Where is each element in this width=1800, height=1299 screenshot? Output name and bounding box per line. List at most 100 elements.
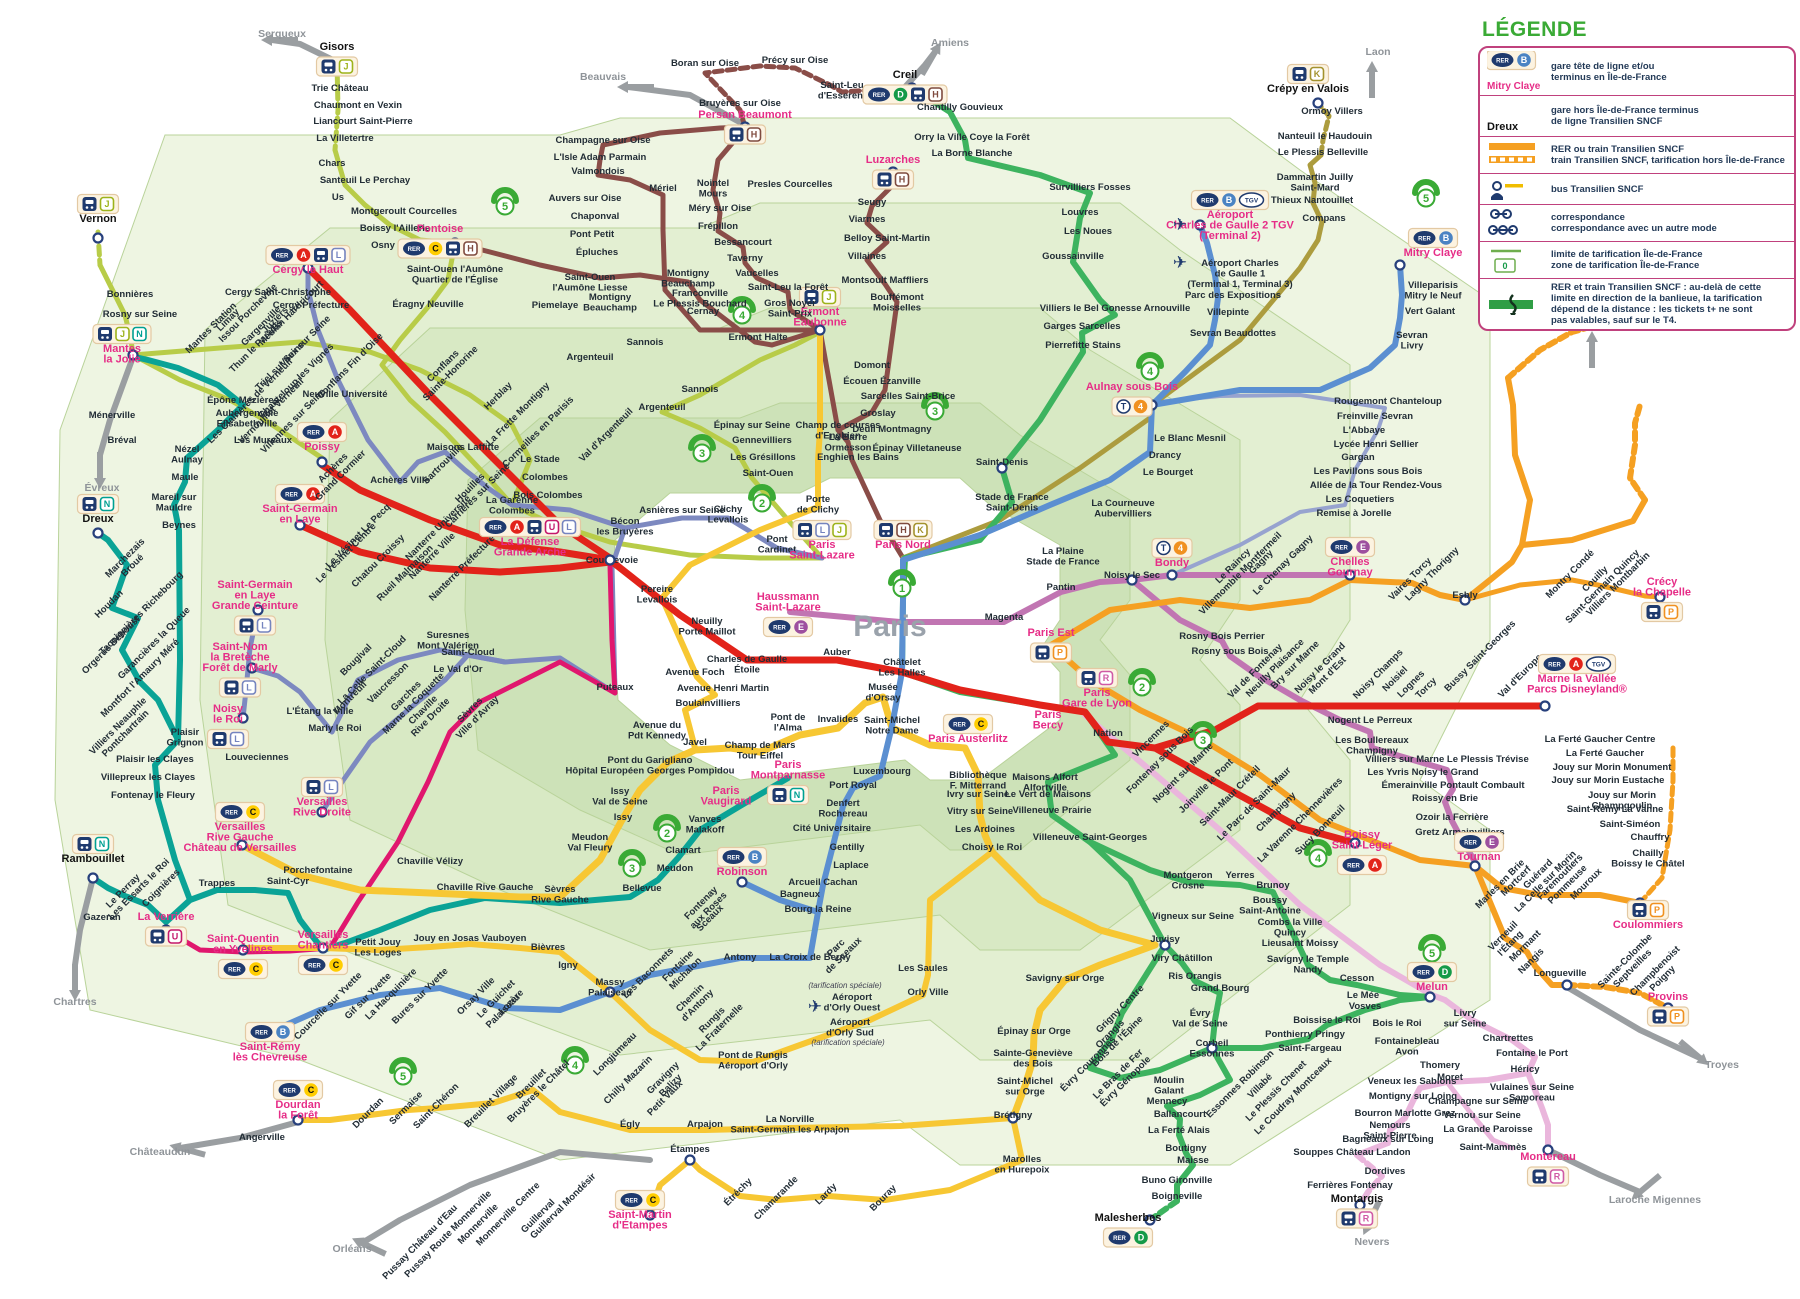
station-node[interactable]	[316, 806, 328, 818]
station-label[interactable]: Montargis	[1331, 1193, 1384, 1205]
station-label[interactable]: Gentilly	[830, 842, 866, 853]
offmap-destination-label[interactable]: Beauvais	[580, 71, 626, 83]
station-label[interactable]: Ris Orangis	[1168, 971, 1221, 982]
station-node[interactable]	[1459, 594, 1471, 606]
station-label[interactable]: Louvres	[1062, 207, 1099, 218]
station-label[interactable]: Villiers sur Marne Le Plessis Trévise	[1365, 754, 1529, 765]
station-node[interactable]	[1561, 979, 1573, 991]
station-label[interactable]: Savigny sur Orge	[1026, 973, 1105, 984]
terminal-label[interactable]: Montereau	[1520, 1151, 1576, 1163]
station-node[interactable]	[1349, 837, 1361, 849]
station-label[interactable]: Chaville Vélizy	[397, 856, 464, 867]
station-label[interactable]: Beynes	[162, 520, 196, 531]
station-label[interactable]: Émerainville Pontault Combault	[1381, 780, 1525, 791]
station-label[interactable]: Thomery	[1420, 1060, 1461, 1071]
station-label[interactable]: Bagneux	[780, 889, 821, 900]
station-label[interactable]: La Ferté Gaucher	[1566, 748, 1644, 759]
station-label[interactable]: Cernay	[687, 306, 720, 317]
station-label[interactable]: Souppes Château Landon	[1293, 1147, 1410, 1158]
station-label[interactable]: Bièvres	[531, 942, 565, 953]
station-label[interactable]: Chauffry	[1630, 832, 1670, 843]
terminal-label[interactable]: Bondy	[1155, 557, 1190, 569]
station-label[interactable]: Chaville Rive Gauche	[437, 882, 534, 893]
station-label[interactable]: Bois le Roi	[1372, 1018, 1421, 1029]
station-label[interactable]: Ballancourt	[1154, 1109, 1207, 1120]
station-label[interactable]: Boutigny	[1165, 1143, 1207, 1154]
station-label[interactable]: Pantin	[1046, 582, 1075, 593]
station-label[interactable]: Méry sur Oise	[689, 203, 752, 214]
station-label[interactable]: Avenue Henri Martin	[677, 683, 769, 694]
station-node[interactable]	[1312, 97, 1324, 109]
station-label[interactable]: L'Isle Adam Parmain	[554, 152, 647, 163]
station-label[interactable]: Bourron Marlotte Grez	[1355, 1108, 1456, 1119]
terminal-label[interactable]: Tournan	[1457, 851, 1500, 863]
station-label[interactable]: Angerville	[239, 1132, 285, 1143]
station-label[interactable]: Bagneaux sur Loing	[1342, 1134, 1434, 1145]
offmap-destination-label[interactable]: Laroche Migennes	[1609, 1194, 1701, 1206]
station-label[interactable]: Champagne sur Seine	[1428, 1096, 1528, 1107]
station-label[interactable]: Us	[332, 192, 344, 203]
station-label[interactable]: Saint-Leu la Forêt	[748, 282, 829, 293]
station-label[interactable]: Le Blanc Mesnil	[1154, 433, 1226, 444]
station-label[interactable]: Saint-Cyr	[267, 876, 310, 887]
station-label[interactable]: Boissy l'Aillerie	[360, 223, 430, 234]
station-label[interactable]: Asnières sur Seine	[639, 505, 725, 516]
terminal-label[interactable]: Robinson	[717, 866, 768, 878]
station-label[interactable]: Louveciennes	[225, 752, 288, 763]
station-label[interactable]: Cergy Saint-Christophe	[225, 287, 331, 298]
station-label[interactable]: Lycée Henri Sellier	[1334, 439, 1419, 450]
station-label[interactable]: Chaponval	[571, 211, 620, 222]
station-label[interactable]: Compans	[1302, 213, 1345, 224]
station-label[interactable]: Malesherbes	[1095, 1212, 1162, 1224]
station-label[interactable]: Valmondois	[571, 166, 624, 177]
station-label[interactable]: Ivry sur Seine	[947, 789, 1009, 800]
terminal-label[interactable]: Persan Beaumont	[698, 109, 792, 121]
terminal-label[interactable]: Provins	[1648, 991, 1688, 1003]
station-label[interactable]: La Croix de Berny	[769, 952, 851, 963]
station-label[interactable]: Écouen Ézanville	[843, 376, 921, 387]
station-label[interactable]: Les Yvris Noisy le Grand	[1367, 767, 1478, 778]
terminal-label[interactable]: La Verrière	[138, 911, 195, 923]
station-label[interactable]: Vernou sur Seine	[1443, 1110, 1521, 1121]
station-label[interactable]: Saint-Denis	[976, 457, 1028, 468]
station-label[interactable]: Ozoir la Ferrière	[1416, 812, 1489, 823]
terminal-label[interactable]: Poissy	[304, 441, 340, 453]
terminal-label[interactable]: Cergy le Haut	[273, 264, 344, 276]
offmap-destination-label[interactable]: Nevers	[1354, 1236, 1389, 1248]
terminal-label[interactable]: Melun	[1416, 981, 1448, 993]
terminal-label[interactable]: Paris Nord	[875, 539, 931, 551]
station-label[interactable]: Jouy sur Morin Eustache	[1552, 775, 1665, 786]
station-node[interactable]	[127, 349, 139, 361]
station-label[interactable]: Parc des Expositions	[1185, 290, 1281, 301]
station-label[interactable]: Allée de la Tour Rendez-Vous	[1310, 480, 1442, 491]
station-label[interactable]: Les Coquetiers	[1326, 494, 1395, 505]
station-label[interactable]: Héricy	[1510, 1064, 1540, 1075]
station-label[interactable]: Dordives	[1365, 1166, 1406, 1177]
station-label[interactable]: Puteaux	[597, 682, 635, 693]
station-label[interactable]: Paris	[853, 610, 926, 643]
station-label[interactable]: Seugy	[858, 197, 887, 208]
station-node[interactable]	[604, 554, 616, 566]
station-label[interactable]: Champagne sur Oise	[555, 135, 650, 146]
